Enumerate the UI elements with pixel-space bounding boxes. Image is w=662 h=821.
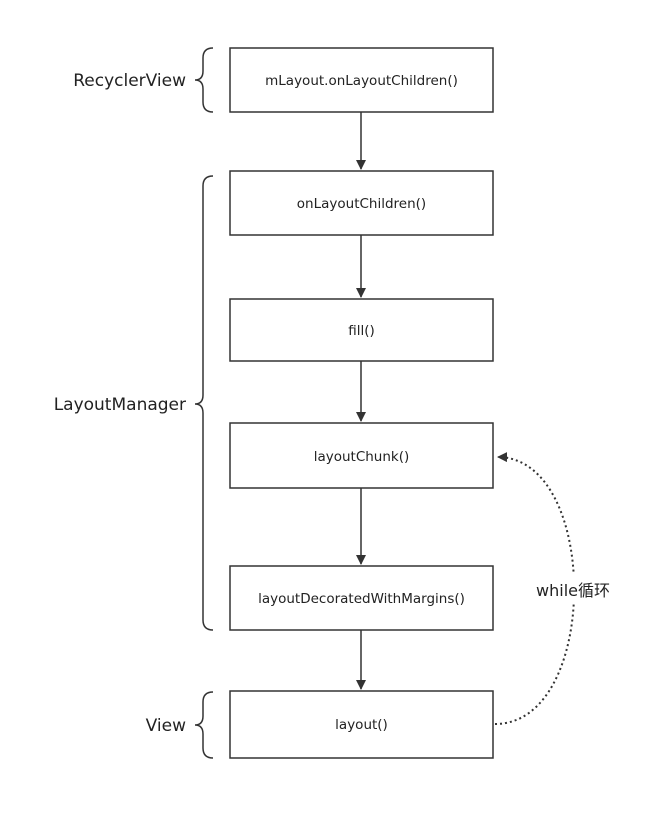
node-label: fill() (348, 323, 375, 339)
group-label-recycler-view: RecyclerView (73, 71, 186, 91)
node-on-layout-children: onLayoutChildren() (229, 170, 494, 236)
node-label: onLayoutChildren() (297, 196, 426, 212)
node-label: layoutChunk() (314, 449, 410, 465)
node-label: layoutDecoratedWithMargins() (258, 591, 465, 607)
layout-manager-brace (194, 175, 214, 631)
node-label: mLayout.onLayoutChildren() (265, 73, 458, 89)
node-layout: layout() (229, 690, 494, 759)
group-label-layout-manager: LayoutManager (54, 395, 186, 415)
node-mlayout-on-layout-children: mLayout.onLayoutChildren() (229, 47, 494, 113)
recycler-view-brace (194, 47, 214, 113)
group-label-view: View (146, 716, 186, 736)
node-label: layout() (335, 717, 388, 733)
loop-label: while循环 (536, 581, 610, 600)
node-layout-decorated-with-margins: layoutDecoratedWithMargins() (229, 565, 494, 631)
view-brace (194, 691, 214, 759)
node-layout-chunk: layoutChunk() (229, 422, 494, 489)
loop-label-background (533, 574, 613, 604)
node-fill: fill() (229, 298, 494, 362)
